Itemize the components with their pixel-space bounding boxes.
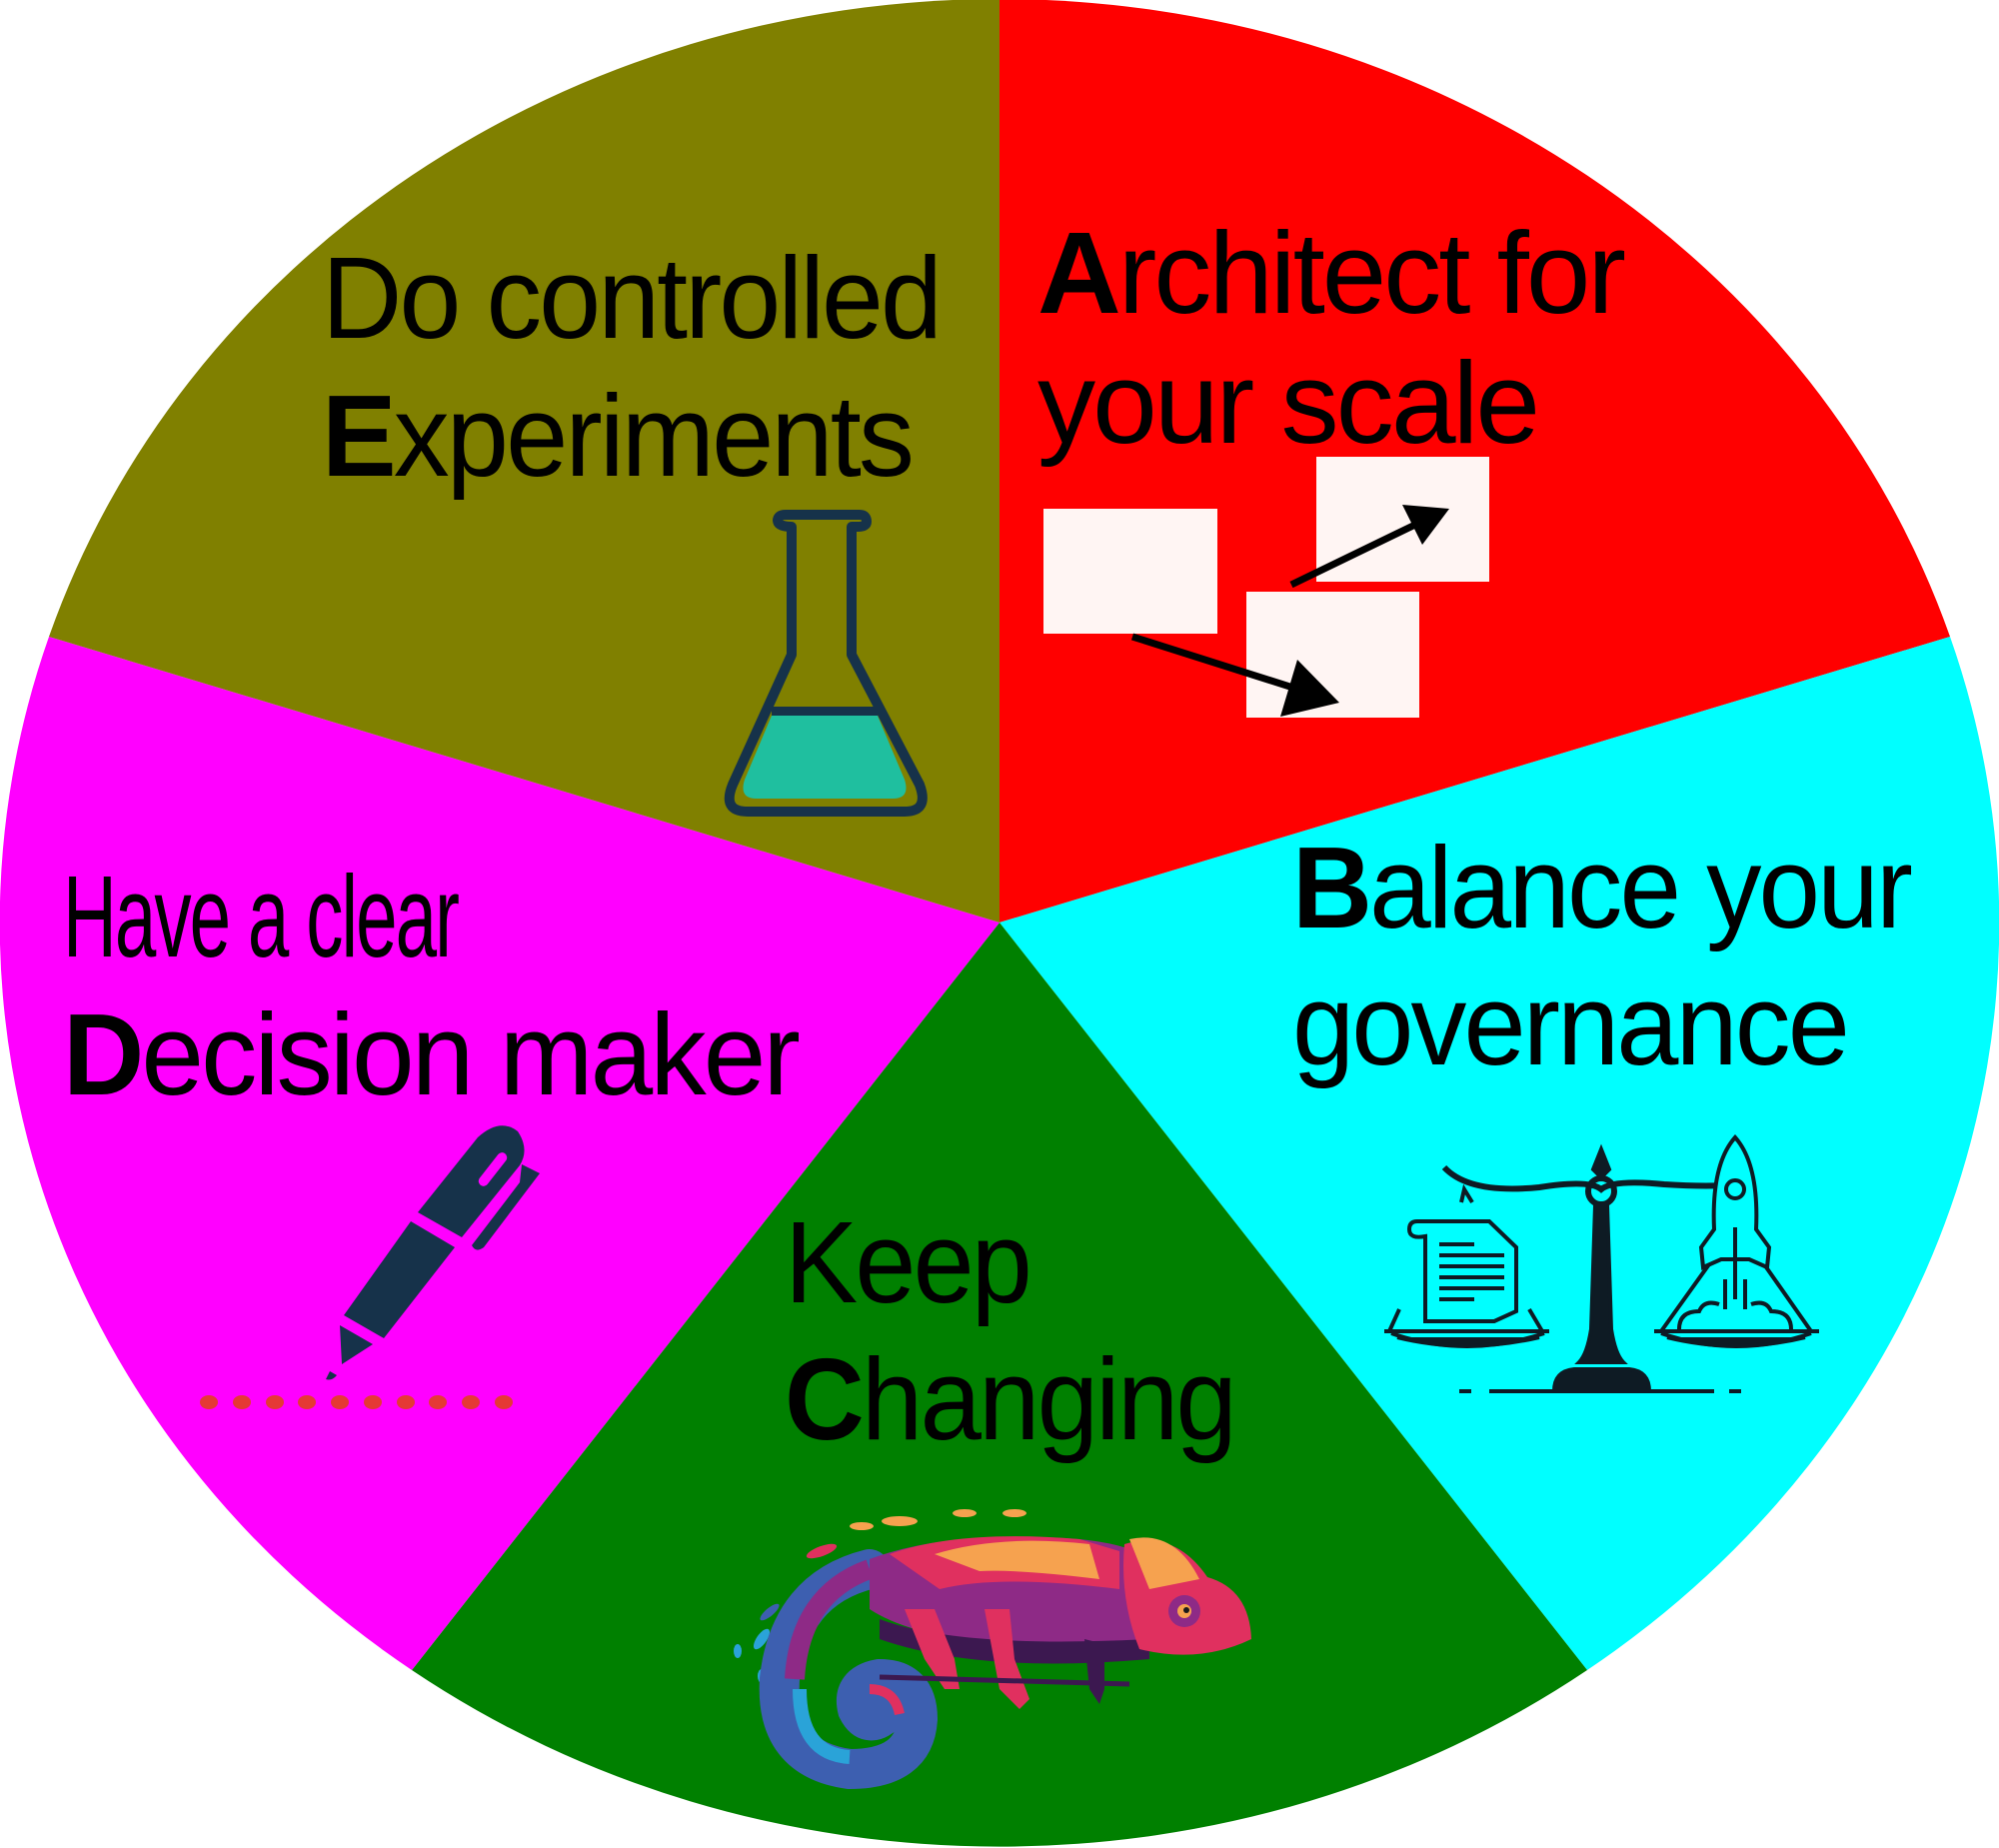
- balance-line1: Balance your: [1292, 823, 1911, 952]
- change-line2: Changing: [785, 1334, 1234, 1464]
- flask-icon: [724, 510, 928, 817]
- balance-scale-icon: [1384, 1133, 1819, 1393]
- decision-line2: Decision maker: [63, 989, 799, 1119]
- architect-line2: your scale: [1037, 338, 1537, 468]
- dotted-signature-line: [200, 1395, 513, 1409]
- chameleon-icon: [734, 1509, 1251, 1790]
- arch-box-1: [1043, 509, 1217, 634]
- architect-line1: Architect for: [1037, 208, 1624, 338]
- balance-line2: governance: [1292, 959, 1847, 1089]
- segment-change: [412, 923, 1587, 1847]
- decision-line1: Have a clear: [63, 852, 459, 981]
- segment-experiment: [49, 0, 1000, 923]
- pen-icon: [326, 1125, 540, 1380]
- architecture-boxes-icon: [1043, 457, 1489, 718]
- change-line1: Keep: [785, 1197, 1029, 1327]
- experiment-line2: Experiments: [322, 371, 912, 501]
- experiment-line1: Do controlled: [322, 233, 940, 363]
- segment-balance: [1000, 637, 1999, 1670]
